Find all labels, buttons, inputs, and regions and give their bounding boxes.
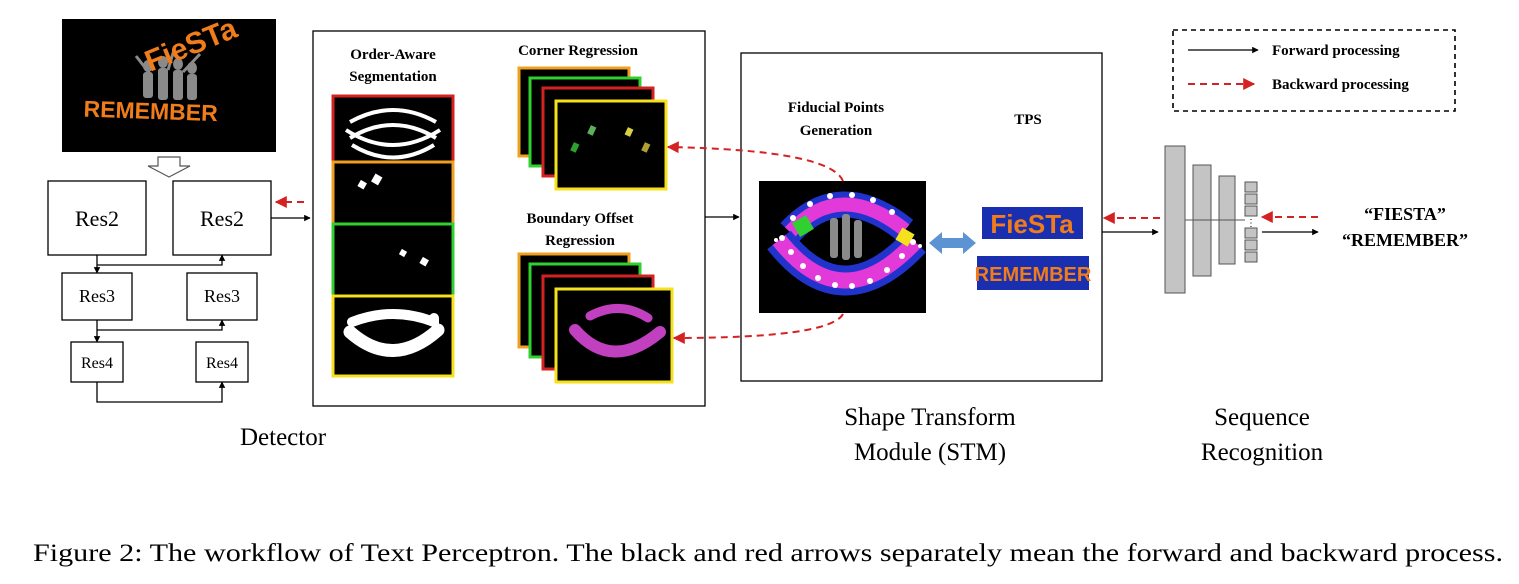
- corner-title: Corner Regression: [518, 43, 639, 59]
- res3-right: Res3: [204, 286, 240, 306]
- boundary-title-2: Regression: [545, 233, 615, 249]
- tps-crop-remember: REMEMBER: [975, 256, 1092, 290]
- hollow-down-arrow: [147, 156, 191, 178]
- backbone: Res2 Res2 Res3 Res3 Res4 Res4: [47, 180, 272, 403]
- stm-label-2: Module (STM): [854, 439, 1006, 466]
- res4-right: Res4: [206, 355, 238, 372]
- boundary-title-1: Boundary Offset: [526, 211, 633, 227]
- segmentation-maps: [331, 94, 455, 378]
- tps-title: TPS: [1014, 112, 1042, 128]
- figure-caption: Figure 2: The workflow of Text Perceptro…: [33, 540, 1503, 567]
- tps-crop-fiesta: FieSTa: [982, 207, 1083, 239]
- legend-backward: Backward processing: [1272, 77, 1409, 93]
- seg-title-1: Order-Aware: [350, 47, 436, 63]
- fiducial-title-1: Fiducial Points: [788, 100, 884, 116]
- svg-text:⋮: ⋮: [1246, 218, 1256, 229]
- res3-left: Res3: [79, 286, 115, 306]
- legend-forward: Forward processing: [1272, 43, 1400, 59]
- input-image: FieSTa REMEMBER: [62, 12, 276, 152]
- corner-regression-stack: [517, 66, 668, 191]
- res2-left: Res2: [75, 206, 119, 231]
- backward-arrow-to-boundary: [672, 313, 844, 344]
- double-arrow: [929, 232, 976, 254]
- output-remember: “REMEMBER”: [1342, 230, 1468, 250]
- output-fiesta: “FIESTA”: [1364, 204, 1446, 224]
- legend: Forward processing Backward processing: [1172, 29, 1456, 112]
- res2-right: Res2: [200, 206, 244, 231]
- dancers-silhouette: [134, 49, 202, 100]
- sequence-recognizer: ⋮: [1164, 145, 1258, 294]
- tps-crop-text-1: FieSTa: [990, 209, 1074, 239]
- recognition-label-2: Recognition: [1201, 439, 1324, 466]
- tps-crop-text-2: REMEMBER: [975, 264, 1092, 286]
- fiducial-title-2: Generation: [800, 123, 873, 139]
- boundary-offset-stack: [517, 252, 674, 384]
- fiducial-points-image: [759, 181, 926, 313]
- res4-left: Res4: [81, 355, 113, 372]
- backward-arrow-to-corner: [666, 141, 844, 182]
- stm-label-1: Shape Transform: [844, 404, 1016, 431]
- seg-title-2: Segmentation: [349, 69, 437, 85]
- input-text-line2: REMEMBER: [83, 96, 218, 127]
- recognition-label-1: Sequence: [1214, 404, 1310, 431]
- detector-label: Detector: [240, 424, 327, 451]
